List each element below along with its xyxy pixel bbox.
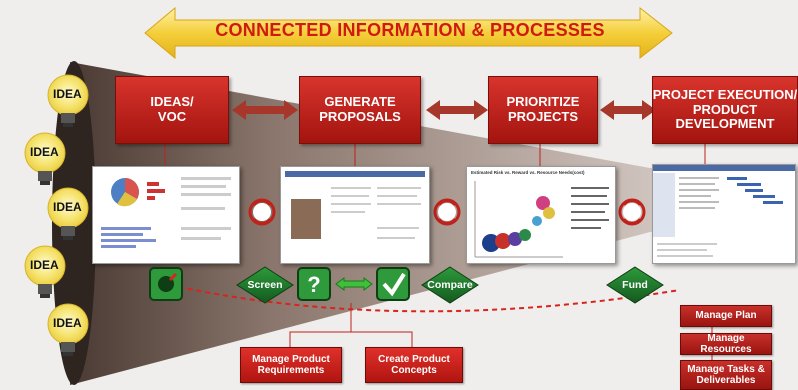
gate-screen: Screen [247,278,283,291]
manage-plan: Manage Plan [680,305,772,327]
ideas-screenshot [92,166,240,264]
stage-generate-proposals: GENERATE PROPOSALS [299,76,421,144]
action-buttons: ? [149,267,410,301]
manage-tasks-deliverables: Manage Tasks & Deliverables [680,360,772,390]
feedback-curve [169,284,681,313]
gate-diamonds [236,266,664,304]
prioritize-screenshot: Estimated Risk vs. Reward vs. Resource N… [466,166,616,264]
gate-compare: Compare [427,278,473,291]
stage-connector-arrow [232,100,656,120]
manage-product-requirements: Manage Product Requirements [240,347,342,383]
stage-project-execution: PROJECT EXECUTION/ PRODUCT DEVELOPMENT [652,76,798,144]
diagram-title: CONNECTED INFORMATION & PROCESSES [215,20,605,40]
idea-label: IDEA [53,316,82,330]
manage-resources: Manage Resources [680,333,772,355]
gate-fund: Fund [622,278,648,291]
idea-label: IDEA [30,145,59,159]
stage-ideas-voc: IDEAS/ VOC [115,76,229,144]
stage-prioritize-projects: PRIORITIZE PROJECTS [488,76,598,144]
connected-arrow [144,6,673,60]
chart-title: Estimated Risk vs. Reward vs. Resource N… [471,170,585,175]
execution-screenshot [652,164,796,264]
idea-label: IDEA [30,258,59,272]
idea-label: IDEA [53,87,82,101]
idea-bulbs [24,74,89,356]
idea-label: IDEA [53,200,82,214]
proposals-screenshot [280,166,430,264]
create-product-concepts: Create Product Concepts [365,347,463,383]
svg-text:?: ? [307,272,320,297]
